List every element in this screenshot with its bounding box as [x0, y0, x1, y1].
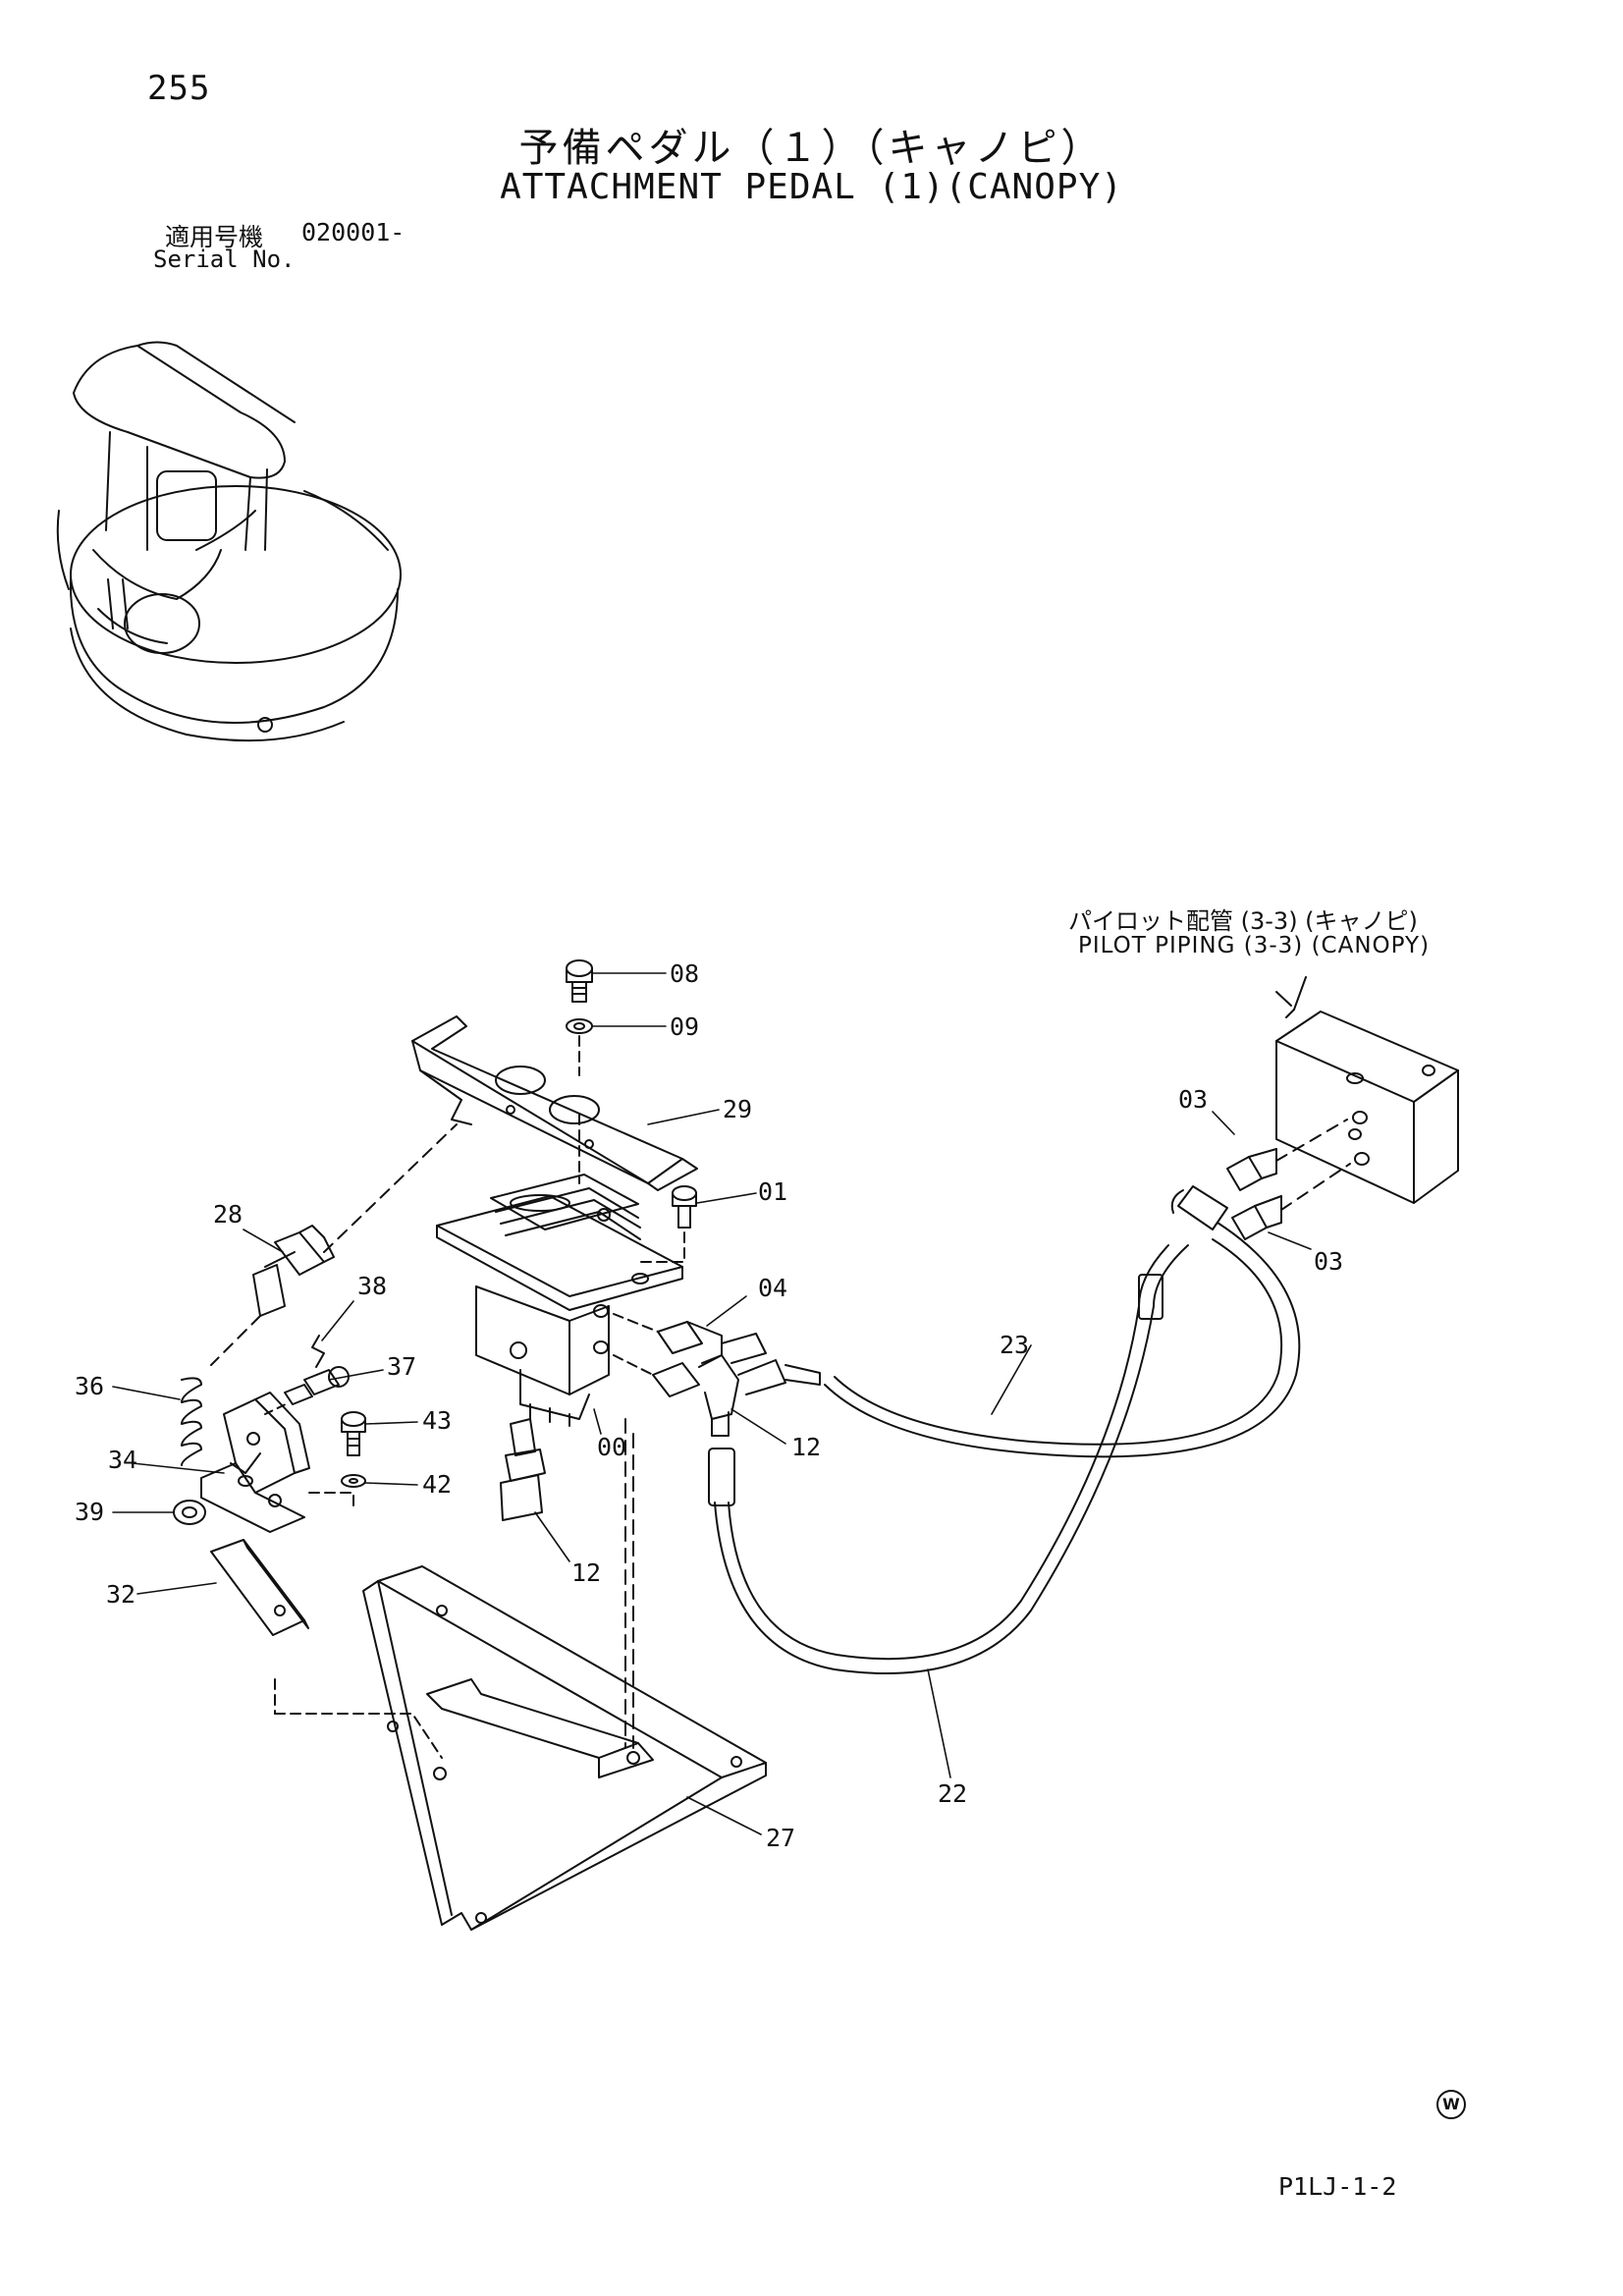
fitting-03-lower: [1231, 1163, 1351, 1240]
serial-label-japanese: 適用号機: [165, 223, 264, 251]
base-plate-27: [362, 1418, 767, 1931]
elbow-12-lower: [500, 1418, 546, 1521]
document-code: P1LJ-1-2: [1278, 2172, 1397, 2201]
pilot-valve-block: [1275, 976, 1459, 1204]
callout-23: 23: [1000, 1331, 1029, 1359]
serial-value: 020001-: [301, 218, 406, 246]
title-english: ATTACHMENT PEDAL (1)(CANOPY): [500, 167, 1123, 207]
clip-38: [311, 1335, 325, 1368]
machine-thumbnail: [56, 341, 402, 742]
title-japanese: 予備ペダル（１）（キャノピ）: [518, 126, 1105, 171]
pin-37: [264, 1366, 350, 1415]
callout-42: 42: [422, 1470, 452, 1499]
callout-27: 27: [766, 1824, 795, 1852]
bracket-34: [200, 1392, 354, 1533]
callout-37: 37: [387, 1352, 416, 1381]
serial-label-english: Serial No.: [153, 246, 296, 273]
callout-36: 36: [75, 1372, 104, 1400]
hose-23: [824, 1185, 1301, 1458]
callout-38: 38: [357, 1272, 387, 1300]
reference-label-english: PILOT PIPING (3-3) (CANOPY): [1078, 933, 1431, 958]
fitting-03-upper: [1226, 1119, 1348, 1191]
reference-label-japanese: パイロット配管 (3-3) (キャノピ): [1068, 907, 1418, 935]
callout-03-lower: 03: [1314, 1247, 1343, 1276]
callout-08: 08: [670, 959, 699, 988]
callout-00: 00: [597, 1433, 626, 1461]
washer-09: [566, 1018, 593, 1184]
pedal-plate-29: [411, 1015, 698, 1191]
control-valve-00: [436, 1174, 683, 1427]
washer-42: [341, 1474, 366, 1488]
callout-labels: 08 09 29 01 04 03 03 28 38 37 36 43 00 1…: [75, 959, 1343, 1852]
plate-32: [210, 1539, 443, 1759]
hose-22: [708, 1244, 1189, 1674]
spring-36: [181, 1377, 202, 1466]
callout-09: 09: [670, 1012, 699, 1041]
washer-39: [173, 1500, 206, 1525]
elbow-12-right: [613, 1354, 821, 1437]
callout-12-right: 12: [791, 1433, 821, 1461]
bolt-43: [341, 1411, 366, 1456]
callout-03-upper: 03: [1178, 1085, 1208, 1114]
fitting-04: [613, 1313, 767, 1364]
callout-12-lower: 12: [571, 1558, 601, 1587]
callout-39: 39: [75, 1498, 104, 1526]
w-mark-icon: W: [1436, 2090, 1466, 2119]
page-number: 255: [147, 69, 211, 108]
callout-01: 01: [758, 1177, 787, 1206]
bolt-08: [566, 959, 593, 1003]
leader-lines: [112, 972, 1312, 1835]
callout-04: 04: [758, 1274, 787, 1302]
callout-29: 29: [723, 1095, 752, 1123]
bolt-01: [637, 1185, 697, 1263]
callout-34: 34: [108, 1446, 137, 1474]
switch-28: [210, 1123, 458, 1366]
callout-28: 28: [213, 1200, 243, 1229]
callout-43: 43: [422, 1406, 452, 1435]
callout-32: 32: [106, 1580, 135, 1609]
callout-22: 22: [938, 1779, 967, 1808]
